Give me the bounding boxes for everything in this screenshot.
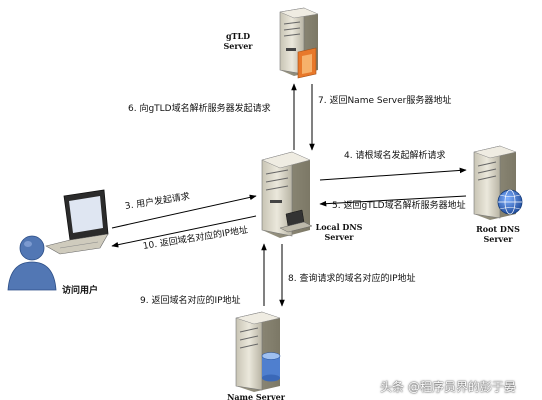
step-5-label: 5. 返回gTLD域名解析服务器地址: [332, 201, 466, 211]
user-icon: [7, 235, 57, 291]
gtld-server-icon: [279, 7, 319, 79]
root-dns-server-label-line2: Server: [483, 234, 513, 244]
arrow-step-4: [319, 167, 467, 181]
root-dns-server-label-line1: Root DNS: [476, 224, 520, 234]
step-9-label: 9. 返回域名对应的IP地址: [140, 296, 241, 306]
step-4-label: 4. 请根域名发起解析请求: [344, 151, 446, 161]
gtld-server-label-line2: Server: [223, 41, 253, 51]
local-dns-server-icon: [261, 151, 313, 238]
gtld-server-label: gTLD Server: [218, 31, 258, 51]
step-7-label: 7. 返回Name Server服务器地址: [318, 96, 452, 106]
name-server-label: Name Server: [226, 392, 286, 400]
local-dns-server-label-line2: Server: [324, 232, 354, 242]
root-dns-server-label: Root DNS Server: [472, 224, 524, 244]
local-dns-server-label: Local DNS Server: [312, 222, 366, 242]
local-dns-server-label-line1: Local DNS: [315, 222, 363, 232]
user-label: 访问用户: [62, 286, 99, 296]
watermark-text: 头条 @程序员界的彭于晏: [380, 380, 516, 394]
laptop-icon: [45, 189, 109, 255]
arrow-step-10: [111, 215, 257, 248]
step-6-label: 6. 向gTLD域名解析服务器发起请求: [128, 104, 271, 114]
root-dns-server-icon: [473, 145, 523, 220]
arrow-step-3: [111, 194, 257, 229]
name-server-label-line1: Name Server: [227, 392, 285, 400]
step-8-label: 8. 查询请求的域名对应的IP地址: [288, 274, 416, 284]
arrow-step-5: [319, 195, 467, 207]
gtld-server-label-line1: gTLD: [225, 31, 251, 41]
name-server-icon: [235, 311, 281, 392]
